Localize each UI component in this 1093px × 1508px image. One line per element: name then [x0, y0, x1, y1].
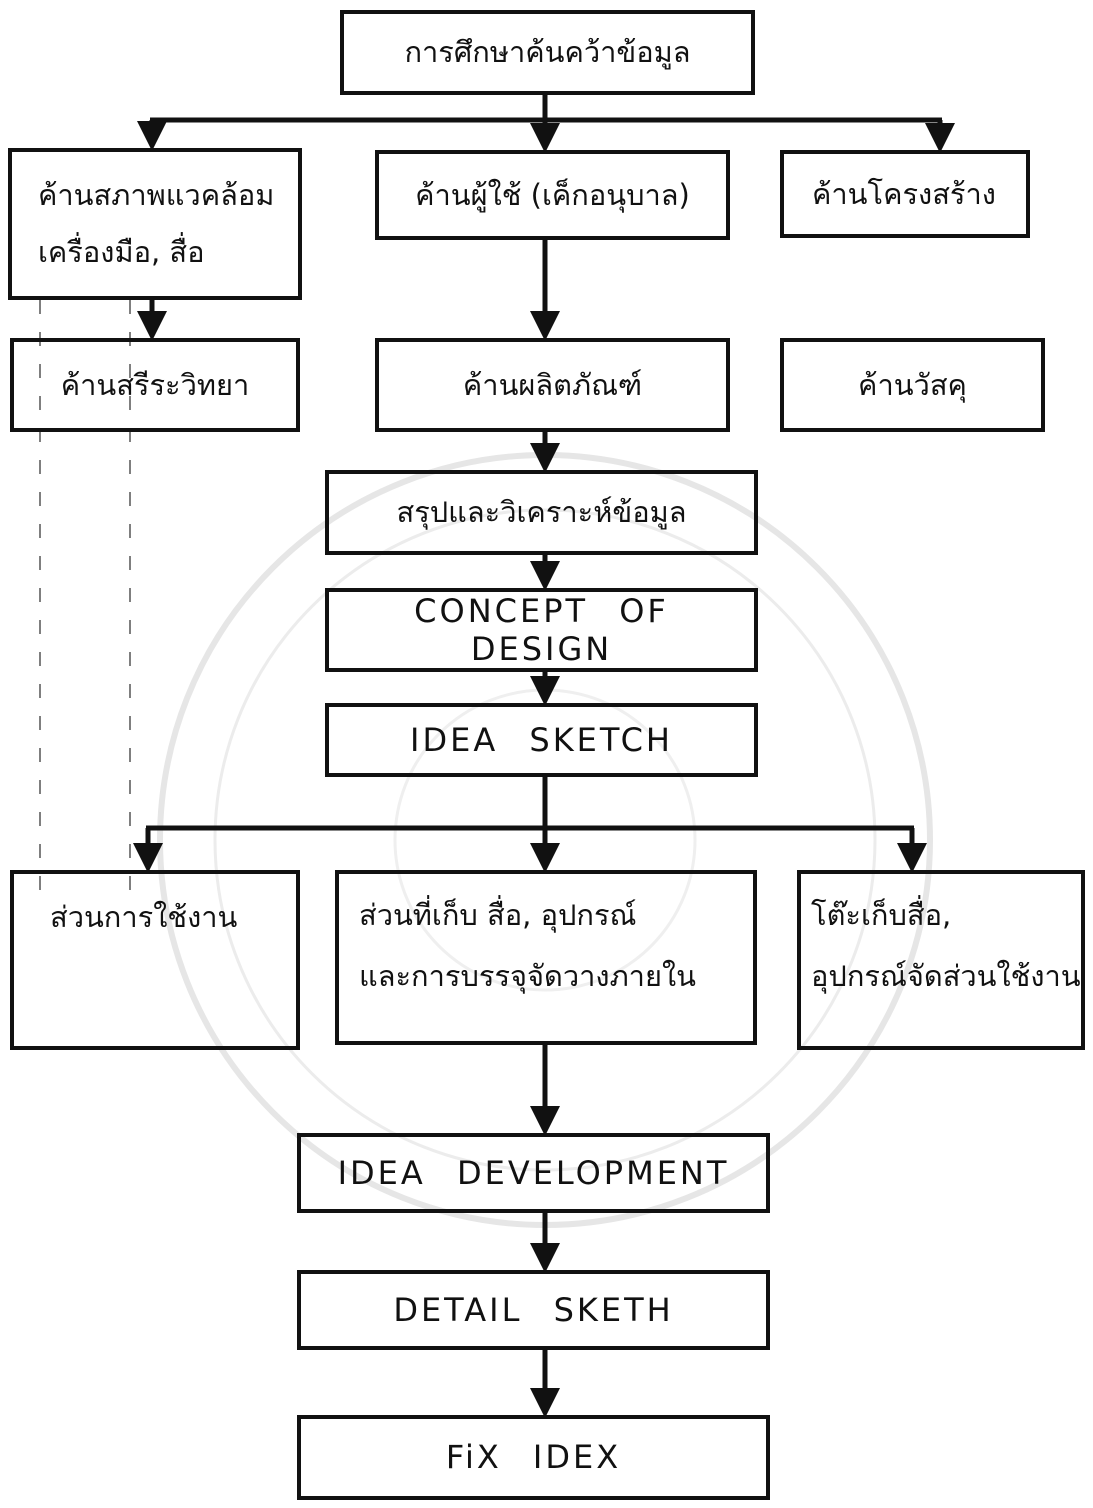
- node-development-label: IDEA DEVELOPMENT: [337, 1153, 730, 1192]
- node-storage: ส่วนที่เก็บ สื่อ, อุปกรณ์ และการบรรจุจัด…: [335, 870, 757, 1045]
- node-environment: ค้านสภาพแวคล้อม เครื่องมือ, สื่อ: [8, 148, 302, 300]
- node-storage-line2: และการบรรจุจัดวางภายใน: [359, 958, 696, 993]
- node-environment-line1: ค้านสภาพแวคล้อม: [38, 178, 275, 212]
- node-development: IDEA DEVELOPMENT: [297, 1133, 770, 1213]
- node-table: โต๊ะเก็บสื่อ, อุปกรณ์จัดส่วนใช้งาน: [797, 870, 1085, 1050]
- node-material-label: ค้านวัสคุ: [858, 367, 967, 402]
- node-product-label: ค้านผลิตภัณฑ์: [462, 367, 643, 402]
- node-table-line1: โต๊ะเก็บสื่อ,: [811, 898, 952, 932]
- node-user-label: ค้านผู้ใช้ (เค็กอนุบาล): [415, 177, 690, 212]
- node-user: ค้านผู้ใช้ (เค็กอนุบาล): [375, 150, 730, 240]
- node-idea-sketch: IDEA SKETCH: [325, 703, 758, 777]
- node-table-line2: อุปกรณ์จัดส่วนใช้งาน: [811, 958, 1081, 993]
- node-structure: ค้านโครงสร้าง: [780, 150, 1030, 238]
- node-fix: FiX IDEX: [297, 1415, 770, 1500]
- node-usage: ส่วนการใช้งาน: [10, 870, 300, 1050]
- node-structure-label: ค้านโครงสร้าง: [812, 176, 996, 211]
- node-idea-sketch-label: IDEA SKETCH: [410, 720, 673, 759]
- node-concept: CONCEPT OF DESIGN: [325, 588, 758, 672]
- node-detail-label: DETAIL SKETH: [393, 1290, 674, 1329]
- node-detail: DETAIL SKETH: [297, 1270, 770, 1350]
- node-research-label: การศึกษาค้นคว้าข้อมูล: [404, 35, 691, 70]
- node-research: การศึกษาค้นคว้าข้อมูล: [340, 10, 755, 95]
- node-physiology-label: ค้านสรีระวิทยา: [60, 367, 250, 402]
- node-usage-label: ส่วนการใช้งาน: [50, 900, 238, 934]
- node-storage-line1: ส่วนที่เก็บ สื่อ, อุปกรณ์: [359, 898, 637, 932]
- node-fix-label: FiX IDEX: [445, 1438, 622, 1477]
- node-product: ค้านผลิตภัณฑ์: [375, 338, 730, 432]
- node-concept-label: CONCEPT OF DESIGN: [414, 591, 669, 668]
- node-environment-line2: เครื่องมือ, สื่อ: [38, 234, 205, 269]
- node-physiology: ค้านสรีระวิทยา: [10, 338, 300, 432]
- node-analysis-label: สรุปและวิเคราะห์ข้อมูล: [396, 495, 687, 530]
- node-analysis: สรุปและวิเคราะห์ข้อมูล: [325, 470, 758, 555]
- node-material: ค้านวัสคุ: [780, 338, 1045, 432]
